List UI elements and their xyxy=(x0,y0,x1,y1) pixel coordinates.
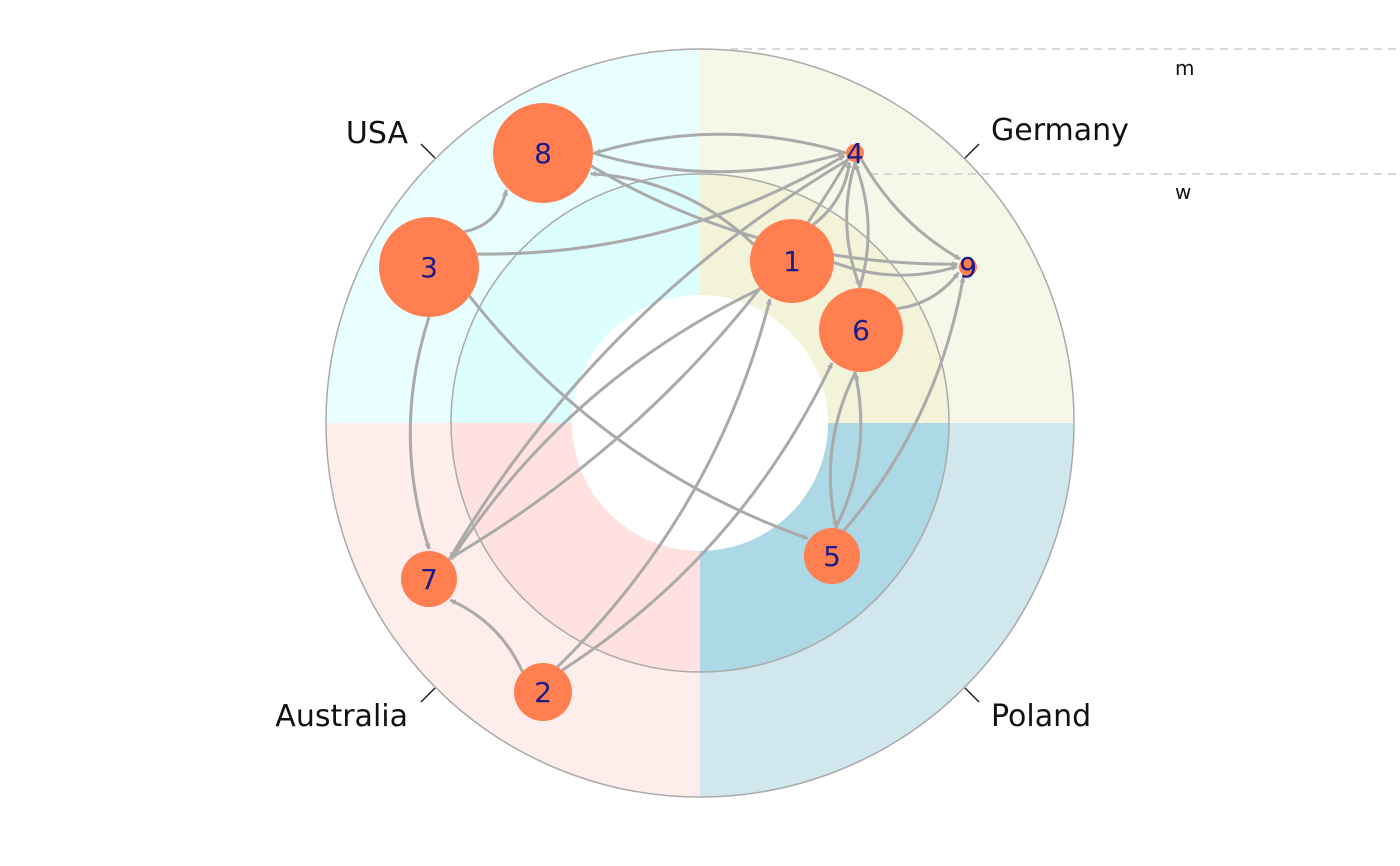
nodes: 1 2 3 4 5 6 7 8 9 xyxy=(379,103,977,721)
tick-germany xyxy=(964,143,980,159)
edge-6-9 xyxy=(896,271,960,311)
node-label: 4 xyxy=(846,137,864,170)
edge-8-4 xyxy=(592,151,845,174)
edge-6-5 xyxy=(828,370,857,527)
edge-1-7 xyxy=(450,287,762,561)
edge-1-4 xyxy=(812,161,852,226)
edge-3-8 xyxy=(464,189,509,234)
edge-3-5 xyxy=(468,295,809,540)
sector-label-germany: Germany xyxy=(991,113,1129,148)
edge-4-6 xyxy=(845,161,861,287)
sector-label-poland: Poland xyxy=(991,699,1091,734)
tick-usa xyxy=(420,143,436,159)
edge-4-9 xyxy=(860,158,962,261)
tick-australia xyxy=(420,687,436,703)
node-circle[interactable] xyxy=(514,663,572,721)
edge-4-8 xyxy=(594,132,847,155)
edge-4-7 xyxy=(448,158,850,559)
sector-label-usa: USA xyxy=(346,116,409,151)
node-circle[interactable] xyxy=(819,288,903,372)
node-1[interactable]: 1 xyxy=(750,219,834,303)
node-7[interactable]: 7 xyxy=(401,551,457,607)
edge-3-7 xyxy=(408,316,431,550)
node-3[interactable]: 3 xyxy=(379,217,479,317)
edge-2-6 xyxy=(561,362,834,672)
node-circle[interactable] xyxy=(959,258,977,276)
node-6[interactable]: 6 xyxy=(819,288,903,372)
node-circle[interactable] xyxy=(804,528,860,584)
node-label: 7 xyxy=(420,563,438,596)
edge-6-4 xyxy=(853,163,870,289)
edge-3-4 xyxy=(477,154,846,256)
edge-1-8 xyxy=(590,171,755,246)
edge-1-9 xyxy=(833,261,958,277)
edge-5-9 xyxy=(842,276,966,532)
outer-ring-border xyxy=(325,48,1075,798)
edge-2-7 xyxy=(449,598,524,673)
node-circle[interactable] xyxy=(401,551,457,607)
node-circle[interactable] xyxy=(493,103,593,203)
node-8[interactable]: 8 xyxy=(493,103,593,203)
center-hole xyxy=(572,295,828,551)
sector-label-australia: Australia xyxy=(275,699,408,734)
edge-2-1 xyxy=(556,298,772,668)
sector-ticks xyxy=(420,143,980,703)
node-label: 5 xyxy=(823,540,841,573)
node-circle[interactable] xyxy=(846,144,864,162)
node-2[interactable]: 2 xyxy=(514,663,572,721)
node-label: 9 xyxy=(959,251,977,284)
tick-poland xyxy=(964,687,980,703)
node-label: 2 xyxy=(534,676,552,709)
node-label: 6 xyxy=(852,314,870,347)
node-label: 3 xyxy=(420,251,438,284)
ring-label-m: m xyxy=(1175,56,1194,80)
node-9[interactable]: 9 xyxy=(959,251,977,284)
node-circle[interactable] xyxy=(379,217,479,317)
inner-ring-border xyxy=(450,173,950,673)
ring-label-w: w xyxy=(1175,180,1191,204)
node-circle[interactable] xyxy=(750,219,834,303)
node-label: 8 xyxy=(534,137,552,170)
edge-5-6 xyxy=(834,373,863,529)
node-5[interactable]: 5 xyxy=(804,528,860,584)
node-label: 1 xyxy=(783,245,801,278)
node-4[interactable]: 4 xyxy=(846,137,864,170)
